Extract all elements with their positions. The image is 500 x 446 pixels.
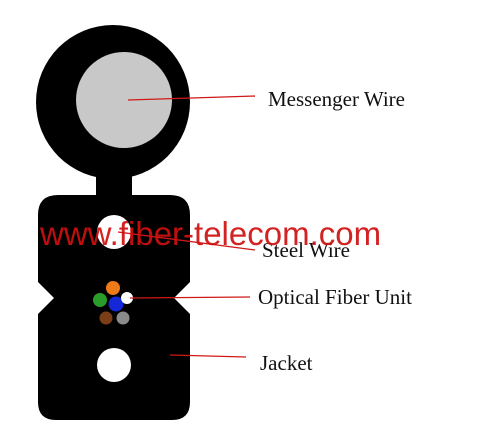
fiber-green [93,293,107,307]
leader-line-steel-wire [117,231,256,251]
steel-wire-bottom [97,348,131,382]
fiber-orange [106,281,120,295]
leader-line-jacket [169,354,247,358]
label-messenger-wire: Messenger Wire [268,87,405,111]
optical-fiber-unit [93,281,133,325]
fiber-brown [99,311,113,325]
label-steel-wire: Steel Wire [262,238,350,262]
leader-line-optical-fiber [129,296,251,299]
fiber-white [121,292,133,304]
steel-wire-top [97,215,131,249]
label-optical-fiber-unit: Optical Fiber Unit [258,285,412,309]
messenger-wire [76,52,172,148]
fiber-grey [116,311,130,325]
fiber-blue [108,296,124,312]
leader-line-messenger [127,95,256,101]
watermark: www.fiber-telecom.com [40,215,382,252]
label-jacket: Jacket [260,351,313,375]
